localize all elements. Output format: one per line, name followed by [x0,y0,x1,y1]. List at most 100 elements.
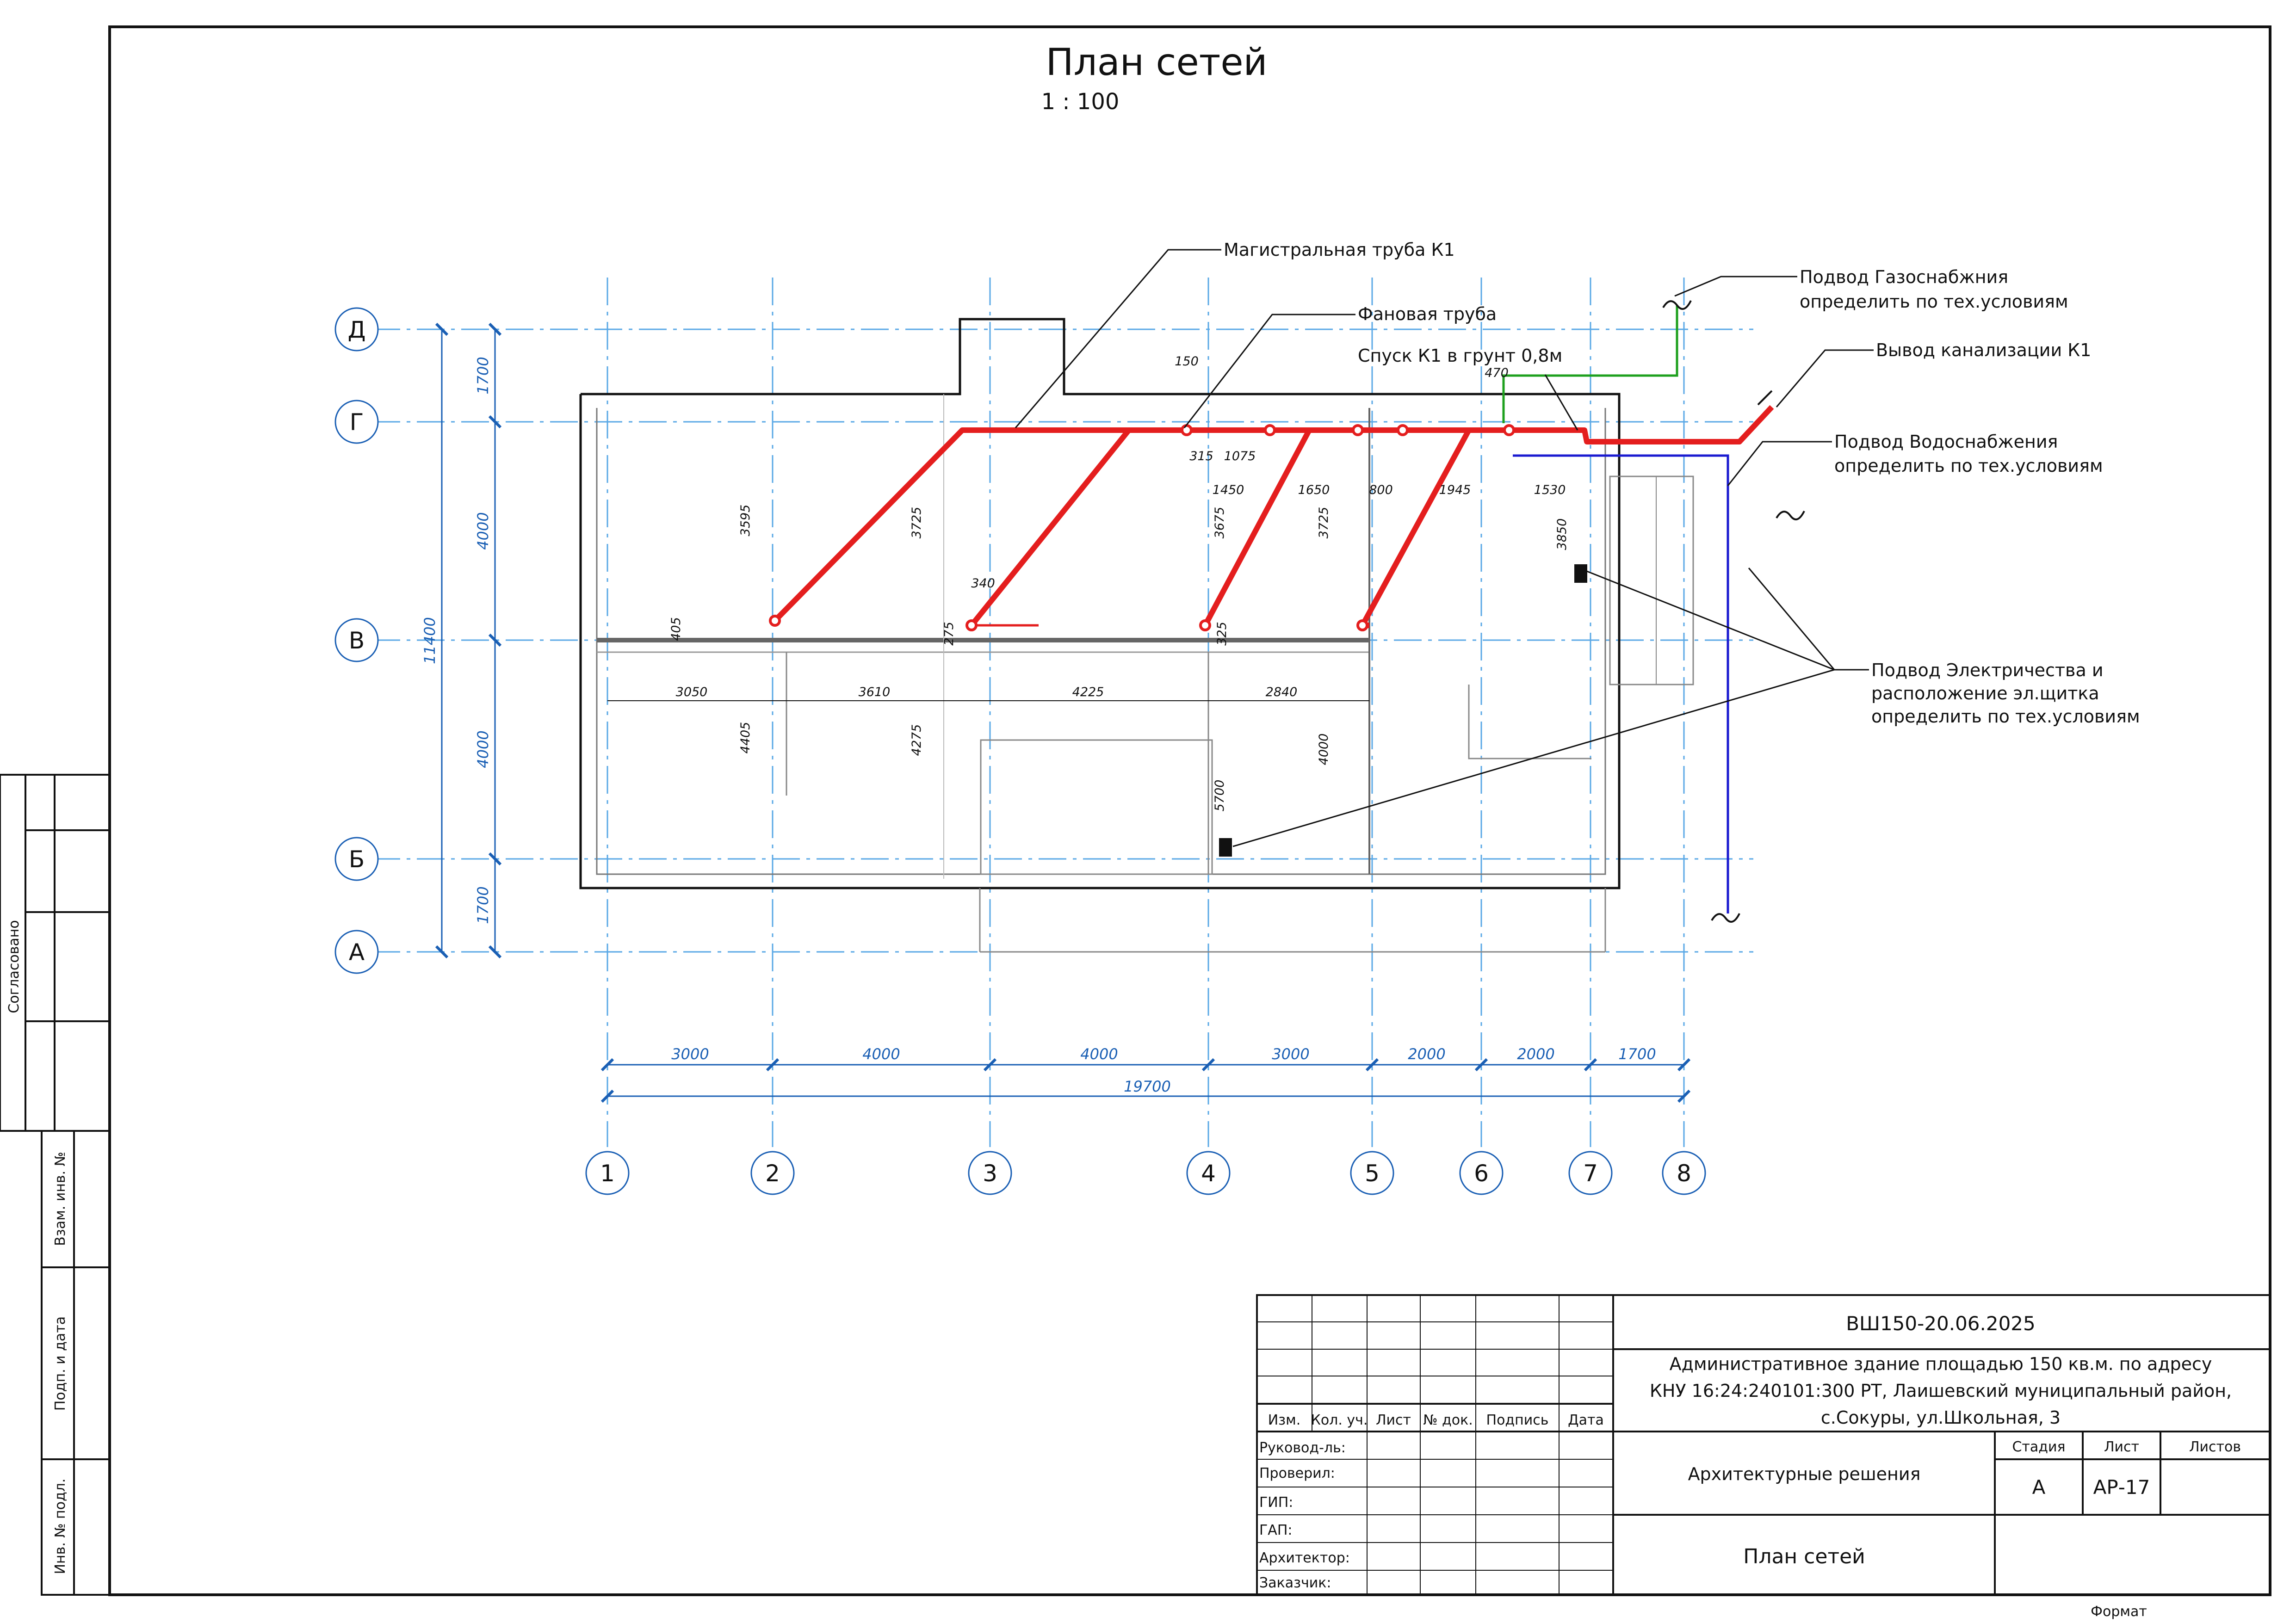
callout-gas-1: Подвод Газоснабжния [1800,267,2008,287]
stamp-proveril: Проверил: [1259,1465,1335,1481]
dim-bottom-6: 2000 [1517,1045,1554,1063]
dim-inner-z: 325 [1215,622,1229,646]
dim-left-4: 1700 [474,886,492,924]
electric-panel-icon [1219,838,1232,857]
callout-elec-3: определить по тех.условиям [1871,706,2140,727]
dim-inner-m: 800 [1369,483,1393,497]
axis-label-1: 1 [600,1160,615,1187]
axis-label-6: 6 [1474,1160,1489,1187]
stamp-list: АР-17 [2093,1476,2150,1499]
dim-inner-i: 5700 [1213,780,1227,812]
stamp-object-3: с.Сокуры, ул.Школьная, 3 [1821,1407,2061,1428]
side-inv: Инв. № подл. [52,1479,68,1574]
dim-inner-b: 3610 [859,685,891,699]
stamp-object-2: КНУ 16:24:240101:300 РТ, Лаишевский муни… [1650,1381,2232,1401]
callout-water-2: определить по тех.условиям [1834,456,2103,476]
stamp-section: Архитектурные решения [1688,1464,1921,1484]
dim-inner-q: 315 [1189,449,1213,463]
side-stamp [0,774,111,1596]
dim-left-1: 1700 [474,357,492,394]
left-dimensions: 1700 4000 4000 1700 11400 [421,322,502,959]
stamp-sheet-name: План сетей [1743,1545,1865,1568]
axis-label-v: В [349,627,365,654]
electric-panel-icon [1574,564,1587,583]
axis-label-8: 8 [1677,1160,1691,1187]
axis-label-7: 7 [1583,1160,1598,1187]
axis-label-3: 3 [983,1160,997,1187]
gas-pipe [1502,305,1678,423]
water-pipe [1513,454,1729,913]
dim-inner-d: 2840 [1266,685,1298,699]
callout-descent: Спуск К1 в грунт 0,8м [1358,346,1562,366]
side-podp: Подп. и дата [52,1316,68,1411]
callout-vent-pipe: Фановая труба [1358,304,1497,324]
axis-label-2: 2 [765,1160,780,1187]
stamp-zakaz: Заказчик: [1259,1575,1331,1591]
dim-inner-j: 4000 [1317,734,1331,765]
stamp-code: ВШ150-20.06.2025 [1846,1312,2036,1335]
dim-inner-h: 4275 [910,724,924,756]
stamp-listov-header: Листов [2189,1439,2241,1455]
dim-left-total: 11400 [421,617,439,664]
bottom-dimensions: 3000 4000 4000 3000 2000 2000 1700 19700 [600,1045,1691,1103]
break-mark-icon [1757,390,1773,406]
stamp-col-doc: № док. [1423,1412,1473,1428]
sewer-nodes [769,424,1515,631]
dim-bottom-3: 4000 [1080,1045,1118,1063]
axis-label-a: А [349,939,365,966]
dim-inner-p: 3850 [1555,518,1569,550]
building-walls [579,318,1694,953]
axis-bubbles-numbers: 1 2 3 4 5 6 7 8 [585,1151,1706,1195]
stamp-col-list: Лист [1376,1412,1411,1428]
dim-inner-c: 4225 [1072,685,1104,699]
axis-label-b: Б [349,846,365,873]
dim-inner-r: 1075 [1224,449,1256,463]
stamp-stage-header: Стадия [2012,1439,2065,1455]
dim-inner-s: 3675 [1213,507,1227,539]
callout-main-pipe: Магистральная труба К1 [1224,240,1455,260]
break-mark-icon [1711,913,1740,923]
break-mark-icon [1776,511,1805,520]
callout-gas-2: определить по тех.условиям [1800,291,2068,312]
dim-inner-y: 275 [942,622,956,646]
dim-inner-x: 405 [669,617,683,641]
dim-inner-a: 3050 [676,685,708,699]
dim-bottom-4: 3000 [1272,1045,1309,1063]
stamp-arch: Архитектор: [1259,1550,1350,1566]
axis-label-5: 5 [1365,1160,1380,1187]
page-title: План сетей [1046,41,1267,84]
callout-elec-1: Подвод Электричества и [1871,660,2104,680]
stamp-stage: А [2032,1476,2046,1499]
stamp-col-date: Дата [1568,1412,1604,1428]
dim-inner-l: 1650 [1298,483,1330,497]
leader-lines [1015,249,1874,847]
axis-label-g: Г [350,409,364,436]
dim-left-3: 4000 [474,730,492,768]
stamp-col-kol: Кол. уч. [1311,1412,1368,1428]
dim-left-2: 4000 [474,512,492,549]
stamp-gap: ГАП: [1259,1522,1292,1538]
stamp-col-sign: Подпись [1486,1412,1549,1428]
side-vzam: Взам. инв. № [52,1152,68,1246]
dim-inner-k: 1450 [1213,483,1244,497]
dim-bottom-5: 2000 [1408,1045,1445,1063]
callout-water-1: Подвод Водоснабжения [1834,432,2058,452]
dim-inner-f: 3725 [910,507,924,539]
dim-inner-o: 1530 [1534,483,1566,497]
break-mark-icon [1662,300,1692,310]
dim-inner-u: 470 [1485,366,1509,380]
sewer-pipe-k1 [773,405,1774,628]
inner-dimensions: 3050 3610 4225 2840 1450 1650 800 1945 1… [607,354,1569,811]
callout-sewer-out: Вывод канализации К1 [1876,340,2091,360]
stamp-gip: ГИП: [1259,1494,1293,1511]
stamp-col-izm: Изм. [1268,1412,1301,1428]
callout-elec-2: расположение эл.щитка [1871,683,2099,704]
axis-label-d: Д [347,316,365,343]
axis-bubbles-letters: Д Г В Б А [334,307,379,974]
stamp-object-1: Административное здание площадью 150 кв.… [1670,1354,2212,1374]
dim-inner-t: 3725 [1317,507,1331,539]
dim-inner-n: 1945 [1439,483,1471,497]
dim-bottom-7: 1700 [1618,1045,1656,1063]
format-label: Формат [2091,1604,2147,1620]
